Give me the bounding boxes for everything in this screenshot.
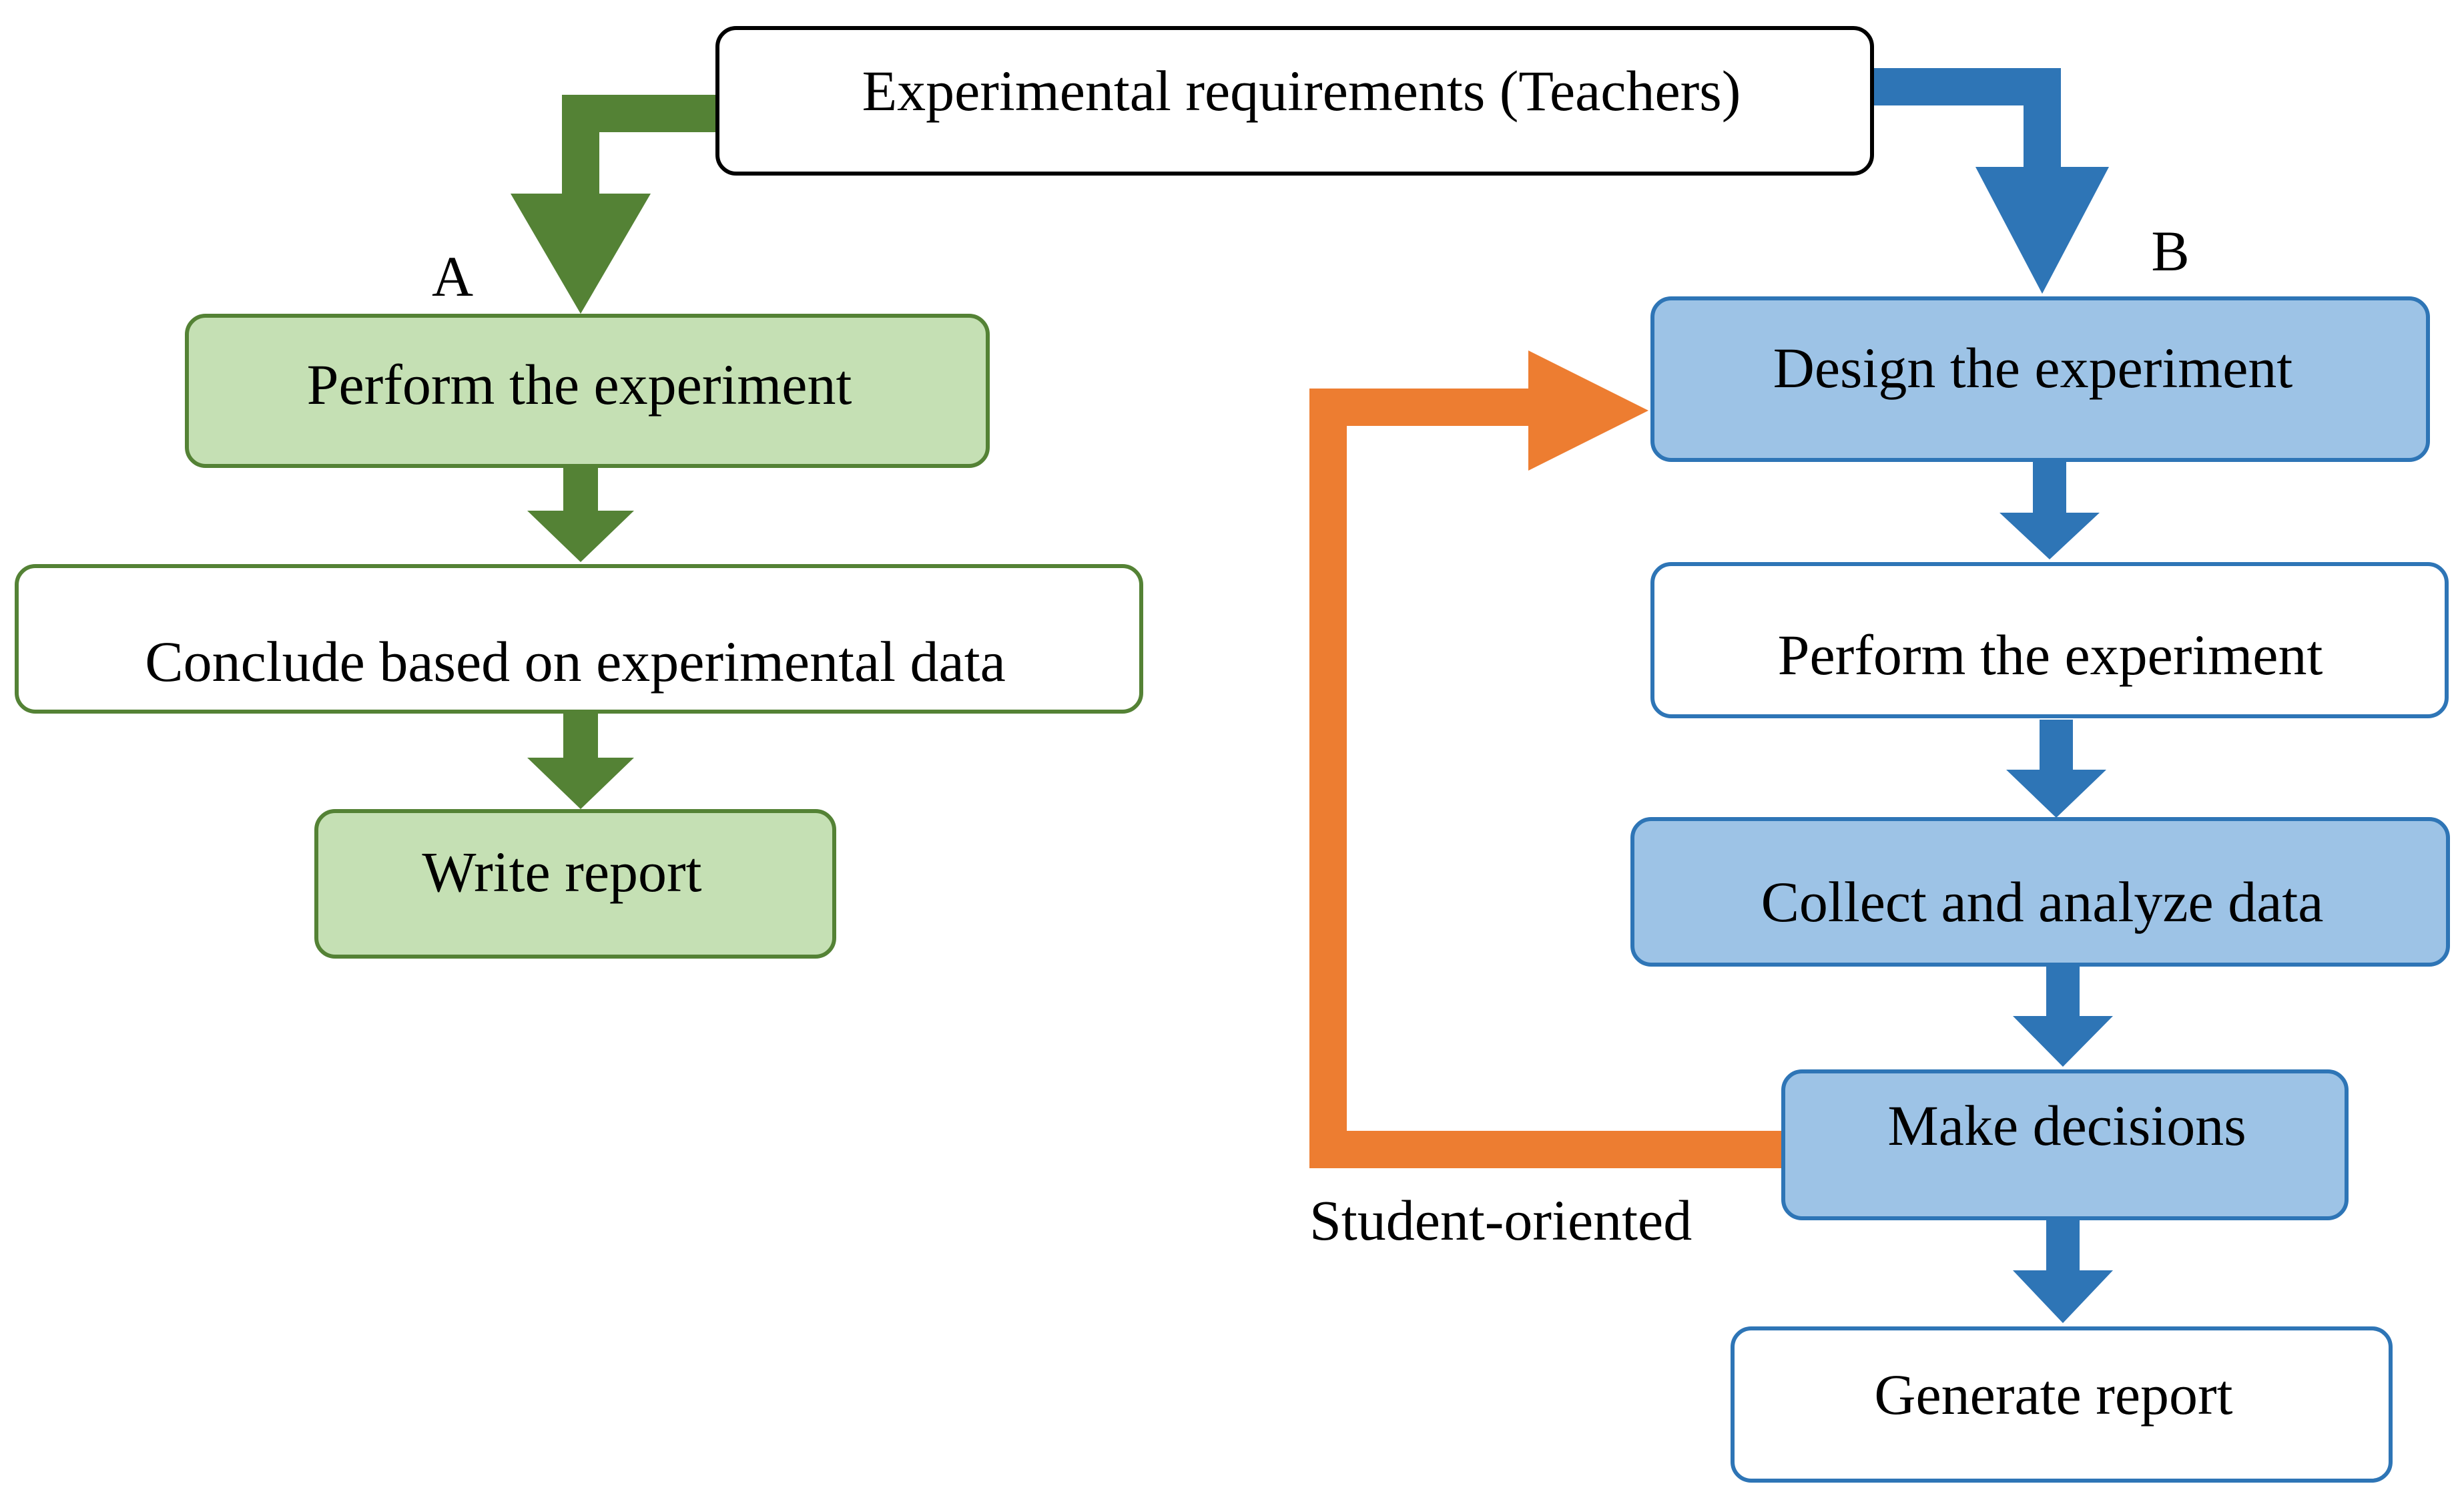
arrow-top-to-b: [1872, 68, 2061, 180]
feedback-loop-line: [1309, 389, 1783, 1168]
b-collect-analyze-box: [1630, 817, 2450, 967]
arrow-b4-head: [2013, 1270, 2113, 1323]
student-oriented-label: Student-oriented: [1309, 1188, 1692, 1252]
arrow-b4-shaft: [2046, 1220, 2080, 1274]
arrow-a2-head: [527, 758, 634, 809]
arrow-b3-head: [2013, 1016, 2113, 1067]
arrow-b2-shaft: [2040, 720, 2073, 773]
a-conclude-label: Conclude based on experimental data: [145, 629, 1006, 694]
arrow-b1-shaft: [2033, 462, 2066, 515]
b-make-decisions-box: [1781, 1069, 2349, 1220]
requirements-box: [715, 26, 1874, 176]
a-perform-experiment-box: [185, 314, 990, 468]
branch-b-marker: B: [2151, 219, 2189, 283]
arrowhead-top-to-a: [511, 194, 651, 314]
b-perform-experiment-label: Perform the experiment: [1778, 623, 2323, 687]
b-collect-analyze-label: Collect and analyze data: [1761, 870, 2324, 934]
feedback-loop-arrowhead: [1528, 350, 1648, 471]
a-write-report-box: [314, 809, 836, 959]
b-make-decisions-label: Make decisions: [1887, 1093, 2246, 1158]
b-generate-report-box: [1731, 1326, 2393, 1483]
arrow-b1-head: [1999, 513, 2100, 559]
branch-a-marker: A: [432, 244, 473, 308]
a-write-report-label: Write report: [422, 840, 701, 904]
b-design-experiment-box: [1650, 296, 2430, 462]
arrow-b2-head: [2006, 770, 2106, 818]
arrow-a2-shaft: [563, 713, 598, 761]
arrow-top-to-a: [562, 95, 717, 214]
b-generate-report-label: Generate report: [1874, 1362, 2232, 1427]
b-perform-experiment-box: [1650, 562, 2449, 718]
arrow-b3-shaft: [2046, 966, 2080, 1019]
b-design-experiment-label: Design the experiment: [1773, 336, 2293, 400]
arrow-a1-shaft: [563, 467, 598, 514]
requirements-label: Experimental requirements (Teachers): [862, 59, 1741, 123]
a-conclude-box: [15, 564, 1143, 714]
a-perform-experiment-label: Perform the experiment: [307, 352, 852, 417]
arrow-a1-head: [527, 511, 634, 562]
arrowhead-top-to-b: [1975, 167, 2109, 294]
